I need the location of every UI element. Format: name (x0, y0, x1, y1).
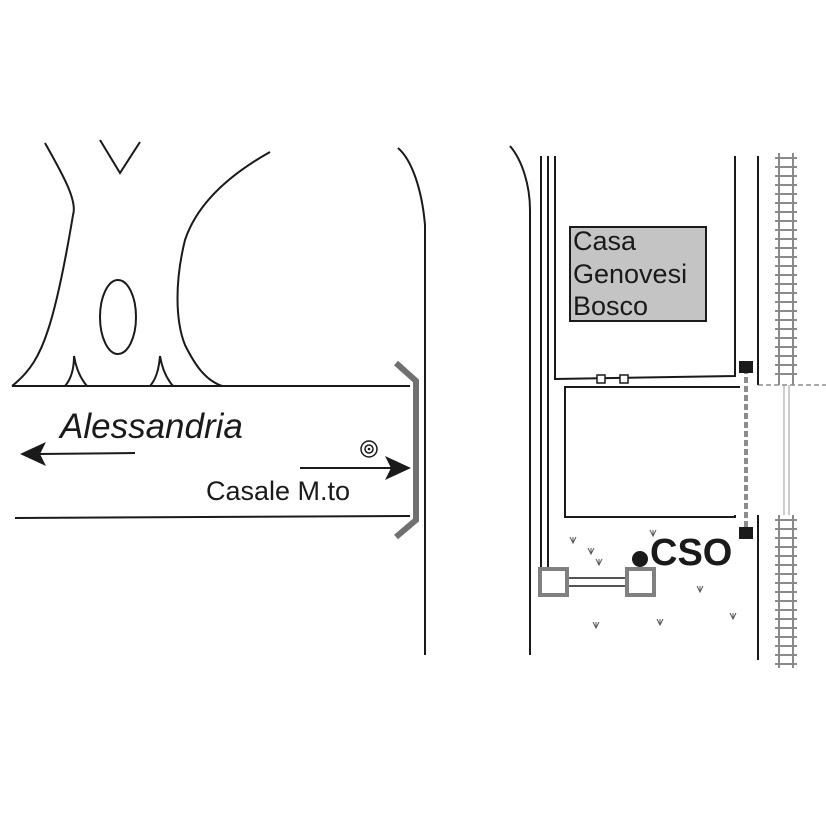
railway-track-upper (775, 153, 797, 385)
right-boundary-upper (554, 156, 736, 380)
small-spike-left (62, 355, 90, 387)
right-panel-left-curve (509, 145, 531, 655)
grass-mark (569, 536, 577, 545)
grass-mark (656, 618, 664, 627)
right-map-panel: Casa Genovesi Bosco (509, 145, 826, 668)
left-contour-outer (11, 142, 75, 387)
marker-square-1 (596, 374, 606, 384)
grass-mark (649, 529, 657, 538)
grass-mark (696, 585, 704, 594)
railway-track-lower (775, 515, 797, 668)
grass-mark (595, 558, 603, 567)
gate-cap-bottom (739, 527, 753, 539)
grass-mark (587, 547, 595, 556)
pipe-box-left (538, 567, 569, 597)
arrow-left-icon (20, 442, 136, 466)
filled-dot-icon (632, 551, 648, 567)
right-vertical-contour (397, 147, 426, 655)
grass-mark (592, 621, 600, 630)
concentric-circle-icon (360, 440, 378, 458)
arrow-right-icon (300, 456, 411, 480)
railway-mid-lines (783, 385, 790, 515)
building-label-line1: Casa (573, 226, 637, 256)
pipe-box-right (625, 567, 656, 597)
destination-label-left: Alessandria (58, 407, 243, 446)
right-boundary-lower (564, 386, 740, 518)
small-spike-right (147, 355, 176, 387)
building-block (569, 226, 707, 322)
gate-cap-top (739, 361, 753, 373)
marker-square-2 (619, 374, 629, 384)
building-label-line3: Bosco (573, 291, 648, 321)
upper-v-notch (99, 139, 141, 175)
left-map-panel: Alessandria Casale M.to (11, 139, 426, 655)
right-contour-curve (176, 151, 271, 387)
building-label-line2: Genovesi (573, 259, 687, 289)
road-edge-bottom (14, 515, 411, 519)
destination-label-right: Casale M.to (206, 476, 350, 506)
site-code-label: CSO (650, 532, 732, 574)
grass-marks (569, 529, 737, 630)
guardrail (393, 360, 419, 540)
oval-feature (99, 279, 137, 355)
grass-mark (729, 612, 737, 621)
